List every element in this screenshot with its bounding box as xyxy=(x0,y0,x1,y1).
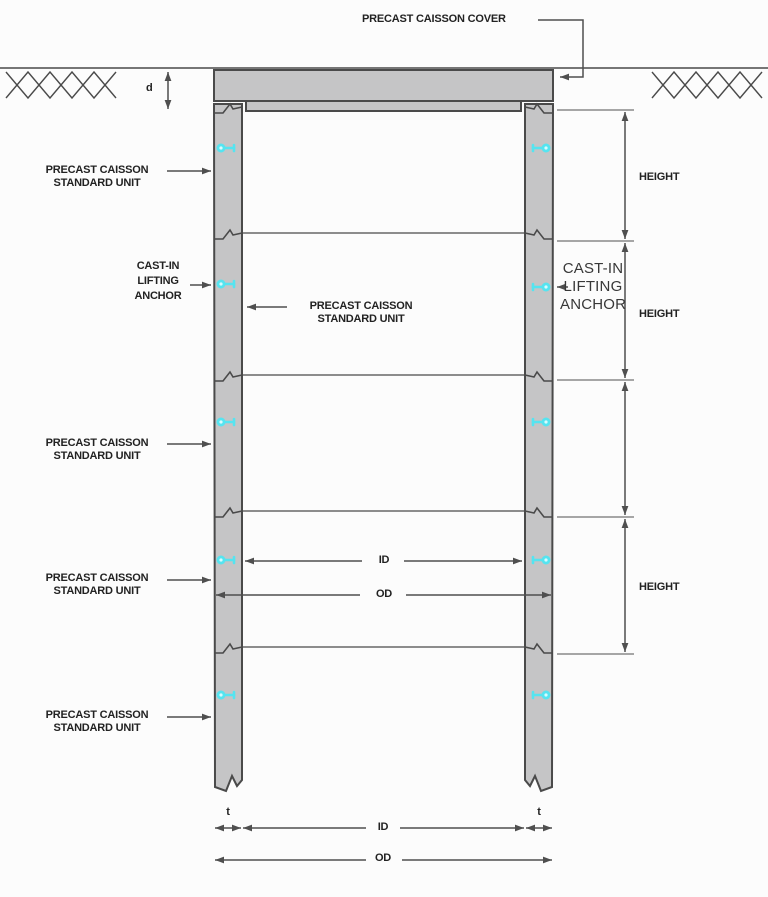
bottom-dimensions xyxy=(215,824,552,864)
lifting-anchor-icon xyxy=(531,417,551,427)
label-arrows-left xyxy=(167,167,568,721)
lifting-anchor-icon xyxy=(531,143,551,153)
height-label-1: HEIGHT xyxy=(639,171,680,183)
caisson-wall-right xyxy=(524,103,555,793)
unit-joints xyxy=(214,102,553,654)
lifting-anchors-right xyxy=(531,143,551,700)
lifting-anchor-icon xyxy=(216,143,236,153)
t-label-right: t xyxy=(537,806,541,818)
lifting-anchor-icon xyxy=(216,417,236,427)
standard-unit-label-4: PRECAST CAISSON STANDARD UNIT xyxy=(45,709,149,734)
standard-unit-label-mid: PRECAST CAISSON STANDARD UNIT xyxy=(309,300,413,325)
lifting-anchors-left xyxy=(216,143,236,700)
caisson-cover xyxy=(213,69,554,112)
t-label-left: t xyxy=(226,806,230,818)
od-label-bottom: OD xyxy=(374,852,392,864)
lifting-anchor-icon xyxy=(531,555,551,565)
height-dimensions xyxy=(557,109,634,655)
height-label-2: HEIGHT xyxy=(639,308,680,320)
lifting-anchor-icon xyxy=(216,690,236,700)
lifting-anchor-icon xyxy=(531,690,551,700)
cast-in-anchor-label-right: CAST-IN LIFTING ANCHOR xyxy=(560,260,627,313)
cast-in-anchor-label-left: CAST-IN LIFTING ANCHOR xyxy=(134,260,182,302)
lifting-anchor-icon xyxy=(216,555,236,565)
id-label-bottom: ID xyxy=(377,821,389,833)
caisson-wall-left xyxy=(212,103,243,793)
standard-unit-label-2: PRECAST CAISSON STANDARD UNIT xyxy=(45,437,149,462)
od-label-mid: OD xyxy=(375,588,393,600)
standard-unit-label-1: PRECAST CAISSON STANDARD UNIT xyxy=(45,164,149,189)
height-label-3: HEIGHT xyxy=(639,581,680,593)
soil-hatch-left xyxy=(5,70,117,100)
cover-label: PRECAST CAISSON COVER xyxy=(362,13,506,25)
soil-hatch-right xyxy=(651,70,763,100)
standard-unit-label-3: PRECAST CAISSON STANDARD UNIT xyxy=(45,572,149,597)
id-label-mid: ID xyxy=(378,554,390,566)
cover-leader-arrow xyxy=(538,19,584,81)
dim-d-label: d xyxy=(146,82,153,94)
lifting-anchor-icon xyxy=(216,279,236,289)
lifting-anchor-icon xyxy=(531,282,551,292)
mid-id-od-dimensions xyxy=(216,557,551,599)
